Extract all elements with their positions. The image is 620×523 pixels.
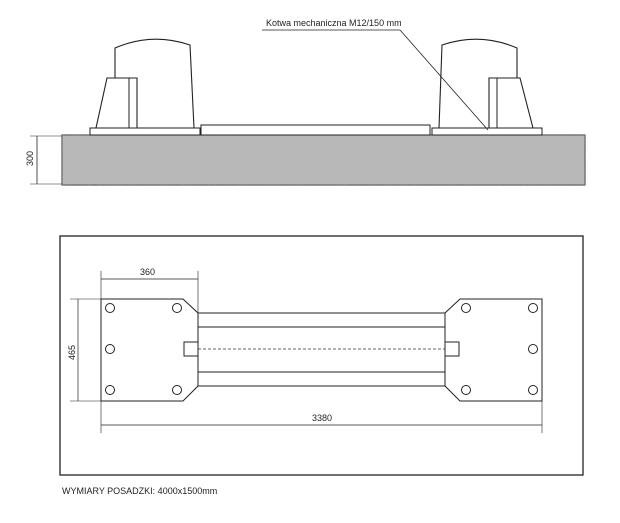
anchor-label: Kotwa mechaniczna M12/150 mm bbox=[266, 18, 402, 28]
floor-outline bbox=[59, 235, 584, 476]
left-tab bbox=[183, 341, 199, 357]
bolt-hole bbox=[461, 303, 471, 313]
left-post-column bbox=[95, 77, 138, 129]
bolt-hole bbox=[172, 385, 182, 395]
cover-plate-bottom bbox=[197, 371, 446, 387]
length-dim-label: 3380 bbox=[312, 413, 332, 423]
right-tab bbox=[444, 341, 460, 357]
bolt-hole bbox=[105, 303, 115, 313]
width-dim-label: 360 bbox=[140, 267, 155, 277]
elevation-view: Kotwa mechaniczna M12/150 mm 300 bbox=[25, 18, 586, 186]
bolt-hole bbox=[528, 344, 538, 354]
right-plate-plan bbox=[444, 298, 543, 402]
cover-plates bbox=[197, 312, 446, 387]
anchor-leader-pointer bbox=[399, 29, 489, 131]
bolt-hole bbox=[528, 303, 538, 313]
left-plate-plan bbox=[100, 298, 199, 402]
concrete-texture bbox=[62, 135, 585, 185]
bolt-hole bbox=[461, 385, 471, 395]
bolt-hole bbox=[172, 303, 182, 313]
bolt-hole bbox=[105, 344, 115, 354]
right-post-column bbox=[488, 77, 534, 129]
bolt-hole bbox=[105, 385, 115, 395]
cover-plate-middle bbox=[197, 326, 446, 373]
depth-dim-label: 465 bbox=[67, 345, 77, 360]
pad-dimensions-caption: WYMIARY POSADZKI: 4000x1500mm bbox=[62, 486, 217, 496]
middle-plate bbox=[200, 124, 431, 136]
cover-plate-top bbox=[197, 312, 446, 328]
plan-view: 360 465 3380 bbox=[59, 235, 584, 476]
right-bolt-holes bbox=[461, 303, 538, 395]
bolt-hole bbox=[528, 385, 538, 395]
height-dim-label: 300 bbox=[25, 151, 35, 166]
left-base-plate bbox=[89, 127, 201, 136]
left-bolt-holes bbox=[105, 303, 182, 395]
